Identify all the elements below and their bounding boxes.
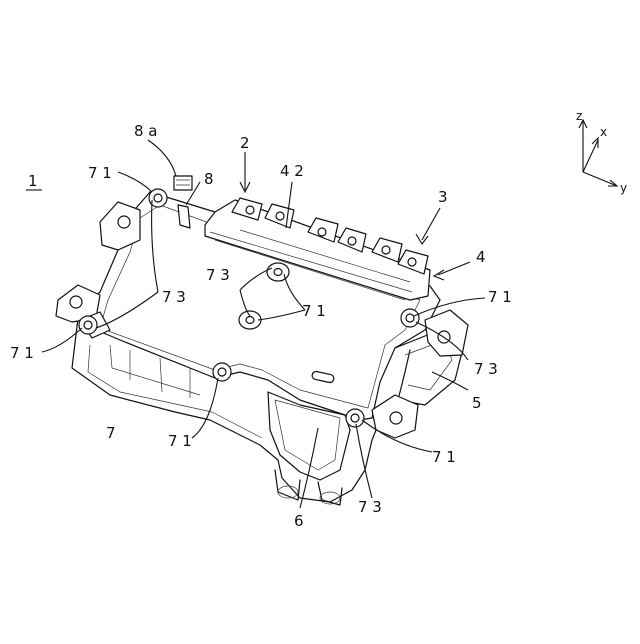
- label-4: 4: [476, 248, 486, 266]
- axes-indicator: z x y: [576, 109, 627, 195]
- label-73-right: 7 3: [474, 360, 498, 378]
- bushing-bottom: [346, 409, 364, 427]
- label-1: 1: [28, 172, 38, 190]
- bushing-center-bottom: [213, 363, 231, 381]
- bushing-left: [79, 316, 97, 334]
- label-3: 3: [438, 188, 448, 206]
- bushing-right: [401, 309, 419, 327]
- label-71-bottom: 7 1: [168, 432, 192, 450]
- label-71-right: 7 1: [488, 288, 512, 306]
- axis-x-label: x: [600, 125, 607, 139]
- axis-y-label: y: [620, 181, 627, 195]
- label-71-left: 7 1: [10, 344, 34, 362]
- label-73-bottom: 7 3: [358, 498, 382, 516]
- label-5: 5: [472, 394, 482, 412]
- label-42: 4 2: [280, 162, 304, 180]
- label-8a: 8 a: [134, 122, 158, 140]
- label-73-left: 7 3: [162, 288, 186, 306]
- label-71-topleft: 7 1: [88, 164, 112, 182]
- label-8: 8: [204, 170, 214, 188]
- label-71-center: 7 1: [302, 302, 326, 320]
- label-71-bottomright: 7 1: [432, 448, 456, 466]
- label-6: 6: [294, 512, 304, 530]
- label-7: 7: [106, 424, 116, 442]
- label-73-center: 7 3: [206, 266, 230, 284]
- bushing-center-b: [239, 311, 261, 329]
- axis-z-label: z: [576, 109, 582, 123]
- label-2: 2: [240, 134, 250, 152]
